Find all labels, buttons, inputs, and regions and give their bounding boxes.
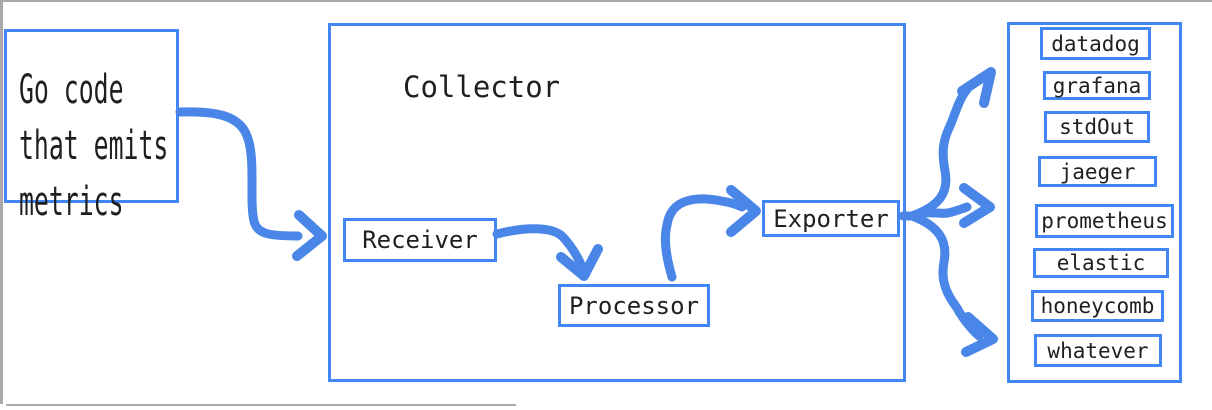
receiver-box: Receiver bbox=[343, 218, 497, 262]
sink-label: elastic bbox=[1056, 251, 1146, 275]
sink-box-honeycomb: honeycomb bbox=[1031, 290, 1164, 322]
sink-box-stdout: stdOut bbox=[1044, 111, 1150, 143]
sink-label: whatever bbox=[1047, 338, 1149, 363]
source-to-collector-arrow bbox=[175, 107, 327, 261]
source-box-label: Go code that emits metrics bbox=[19, 67, 169, 225]
sink-label: honeycomb bbox=[1040, 294, 1155, 318]
collector-box bbox=[328, 23, 906, 382]
collector-title: Collector bbox=[403, 70, 561, 104]
processor-label: Processor bbox=[568, 291, 700, 320]
sink-box-jaeger: jaeger bbox=[1038, 156, 1157, 187]
processor-box: Processor bbox=[558, 284, 710, 327]
exporter-fanout-middle-arrow bbox=[907, 183, 995, 228]
canvas-frame-top-line bbox=[0, 0, 1212, 2]
sinks-box bbox=[1007, 22, 1182, 383]
sink-label: grafana bbox=[1052, 73, 1142, 98]
canvas-frame-left-line bbox=[0, 0, 3, 404]
exporter-fanout-down-arrow bbox=[907, 211, 998, 357]
exporter-label: Exporter bbox=[773, 204, 889, 233]
exporter-fanout-up-arrow bbox=[907, 67, 996, 221]
sink-box-datadog: datadog bbox=[1040, 27, 1151, 60]
sink-label: datadog bbox=[1051, 31, 1140, 56]
sink-box-prometheus: prometheus bbox=[1035, 204, 1174, 238]
sink-label: stdOut bbox=[1059, 115, 1135, 139]
sink-label: jaeger bbox=[1059, 159, 1136, 184]
sink-label: prometheus bbox=[1041, 209, 1168, 233]
exporter-box: Exporter bbox=[762, 200, 900, 237]
source-box: Go code that emits metrics bbox=[4, 29, 179, 225]
receiver-label: Receiver bbox=[362, 226, 478, 254]
sink-box-grafana: grafana bbox=[1043, 71, 1151, 100]
canvas-frame-bottom-line bbox=[6, 404, 516, 406]
sink-box-elastic: elastic bbox=[1033, 248, 1169, 278]
sink-box-whatever: whatever bbox=[1034, 334, 1162, 367]
